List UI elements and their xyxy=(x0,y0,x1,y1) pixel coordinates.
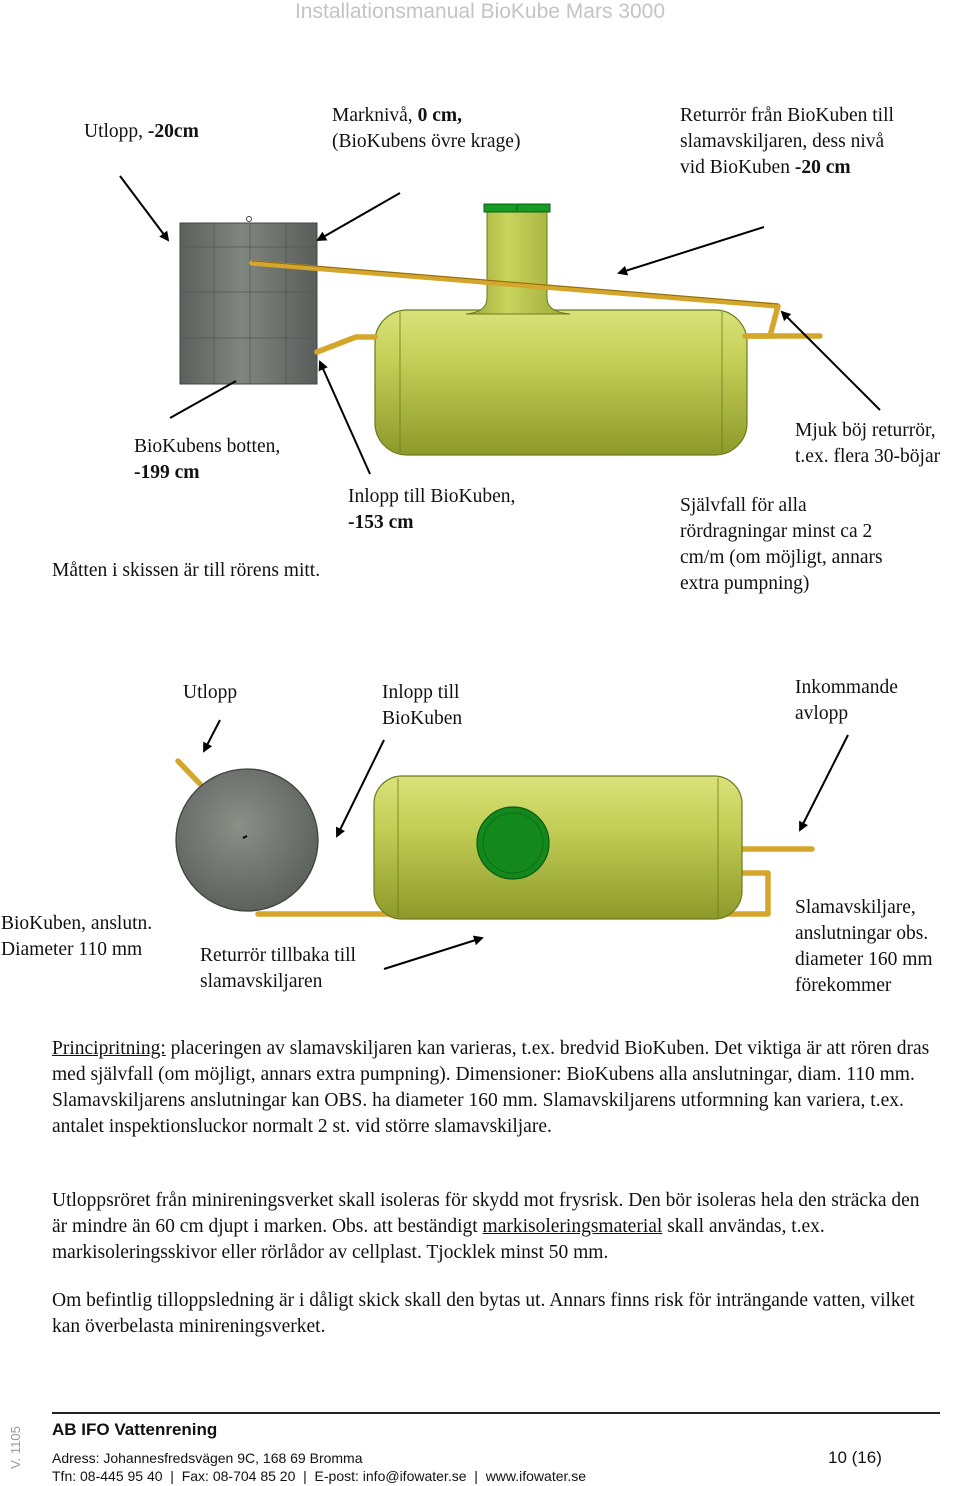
biokube-disc xyxy=(175,768,319,912)
paragraph-tilloppsledning: Om befintlig tilloppsledning är i dåligt… xyxy=(52,1290,915,1337)
label-biokube-anslutn: BioKuben, anslutn. Diameter 110 mm xyxy=(1,913,153,960)
separator-tank-top xyxy=(373,775,743,920)
figure2-arrows xyxy=(203,719,849,970)
separator-tank xyxy=(374,309,748,456)
label-returror-level: Returrör från BioKuben till slamavskilja… xyxy=(680,105,894,178)
footer-contact: Tfn: 08-445 95 40 | Fax: 08-704 85 20 | … xyxy=(52,1468,587,1484)
label-inlopp-level: Inlopp till BioKuben, -153 cm xyxy=(348,486,516,533)
label-slamavskiljare: Slamavskiljare, anslutningar obs. diamet… xyxy=(795,897,933,996)
footer-address: Adress: Johannesfredsvägen 9C, 168 69 Br… xyxy=(52,1450,363,1466)
figure2-top-view xyxy=(175,758,815,920)
label-inkommande-avlopp: Inkommande avlopp xyxy=(795,677,898,724)
label-mjuk-boj: Mjuk böj returrör, t.ex. flera 30-böjar xyxy=(795,420,941,467)
label-matten-note: Måtten i skissen är till rörens mitt. xyxy=(52,560,321,581)
label-returror-tillbaka: Returrör tillbaka till slamavskiljaren xyxy=(200,945,356,992)
pipes-figure1 xyxy=(249,260,823,355)
label-markniva: Marknivå, 0 cm, (BioKubens övre krage) xyxy=(332,105,521,152)
installation-diagram xyxy=(119,175,881,970)
paragraph-isolering: Utloppsröret från minireningsverket skal… xyxy=(52,1190,920,1263)
paragraph-principritning: Principritning: placeringen av slamavski… xyxy=(52,1038,930,1137)
biokube-cylinder xyxy=(179,222,318,385)
inspection-hatch xyxy=(476,806,550,880)
figure1-arrows xyxy=(119,175,881,475)
label-utlopp-level: Utlopp, -20cm xyxy=(84,121,199,142)
label-utlopp: Utlopp xyxy=(183,682,238,703)
footer-company: AB IFO Vattenrening xyxy=(52,1420,218,1439)
page-header-title: Installationsmanual BioKube Mars 3000 xyxy=(294,0,666,23)
label-sjalvfall: Självfall för alla rördragningar minst c… xyxy=(680,495,883,594)
figure1-side-view xyxy=(179,203,823,456)
footer-divider xyxy=(52,1412,940,1414)
footer-page-number: 10 (16) xyxy=(828,1448,882,1467)
label-biokube-botten: BioKubens botten, -199 cm xyxy=(134,436,281,483)
label-inlopp-biokuben: Inlopp till BioKuben xyxy=(382,682,463,729)
footer-version: V. 1105 xyxy=(7,1426,23,1469)
